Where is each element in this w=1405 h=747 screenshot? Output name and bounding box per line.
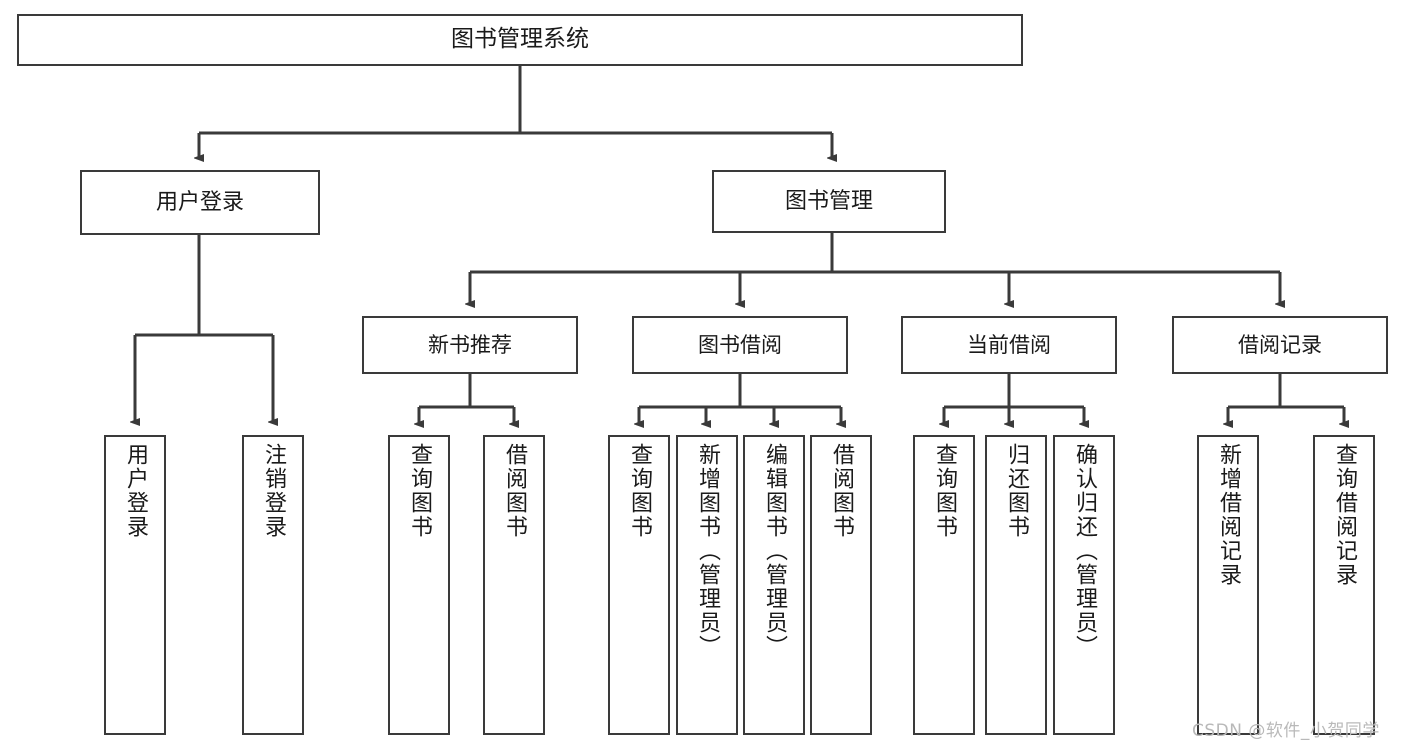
node-label: 借阅记录 — [1238, 332, 1322, 357]
leaf-edit-book-admin[interactable]: 编辑图书（管理员） — [743, 435, 805, 735]
leaf-add-book-admin[interactable]: 新增图书（管理员） — [676, 435, 738, 735]
leaf-query-book-borrow[interactable]: 查询图书 — [608, 435, 670, 735]
node-label: 新增图书（管理员） — [695, 443, 720, 659]
node-label: 查询图书 — [627, 443, 652, 539]
node-label: 注销登录 — [261, 443, 286, 539]
leaf-add-borrow-record[interactable]: 新增借阅记录 — [1197, 435, 1259, 735]
node-label: 借阅图书 — [829, 443, 854, 539]
csdn-watermark: CSDN @软件_小贺同学 — [1192, 721, 1380, 741]
node-user-login[interactable]: 用户登录 — [80, 170, 320, 235]
node-label: 当前借阅 — [967, 332, 1051, 357]
node-label: 图书管理系统 — [451, 26, 589, 53]
node-label: 图书借阅 — [698, 332, 782, 357]
node-label: 查询图书 — [407, 443, 432, 539]
node-label: 新书推荐 — [428, 332, 512, 357]
node-label: 新增借阅记录 — [1216, 443, 1241, 587]
node-label: 用户登录 — [155, 189, 244, 215]
leaf-query-book-current[interactable]: 查询图书 — [913, 435, 975, 735]
leaf-user-login[interactable]: 用户登录 — [104, 435, 166, 735]
node-label: 借阅图书 — [502, 443, 527, 539]
node-label: 图书管理 — [784, 188, 873, 214]
node-book-borrow[interactable]: 图书借阅 — [632, 316, 848, 374]
leaf-query-book-recommend[interactable]: 查询图书 — [388, 435, 450, 735]
node-label: 查询借阅记录 — [1332, 443, 1357, 587]
leaf-query-borrow-record[interactable]: 查询借阅记录 — [1313, 435, 1375, 735]
node-label: 查询图书 — [932, 443, 957, 539]
leaf-borrow-book[interactable]: 借阅图书 — [810, 435, 872, 735]
node-label: 编辑图书（管理员） — [762, 443, 787, 659]
node-label: 归还图书 — [1004, 443, 1029, 539]
node-label: 用户登录 — [123, 443, 148, 539]
leaf-confirm-return-admin[interactable]: 确认归还（管理员） — [1053, 435, 1115, 735]
leaf-return-book[interactable]: 归还图书 — [985, 435, 1047, 735]
node-root-system[interactable]: 图书管理系统 — [17, 14, 1023, 66]
node-label: 确认归还（管理员） — [1072, 443, 1097, 659]
leaf-logout-login[interactable]: 注销登录 — [242, 435, 304, 735]
node-current-borrow[interactable]: 当前借阅 — [901, 316, 1117, 374]
node-book-management[interactable]: 图书管理 — [712, 170, 946, 233]
leaf-borrow-book-recommend[interactable]: 借阅图书 — [483, 435, 545, 735]
node-new-book-recommend[interactable]: 新书推荐 — [362, 316, 578, 374]
node-borrow-record[interactable]: 借阅记录 — [1172, 316, 1388, 374]
